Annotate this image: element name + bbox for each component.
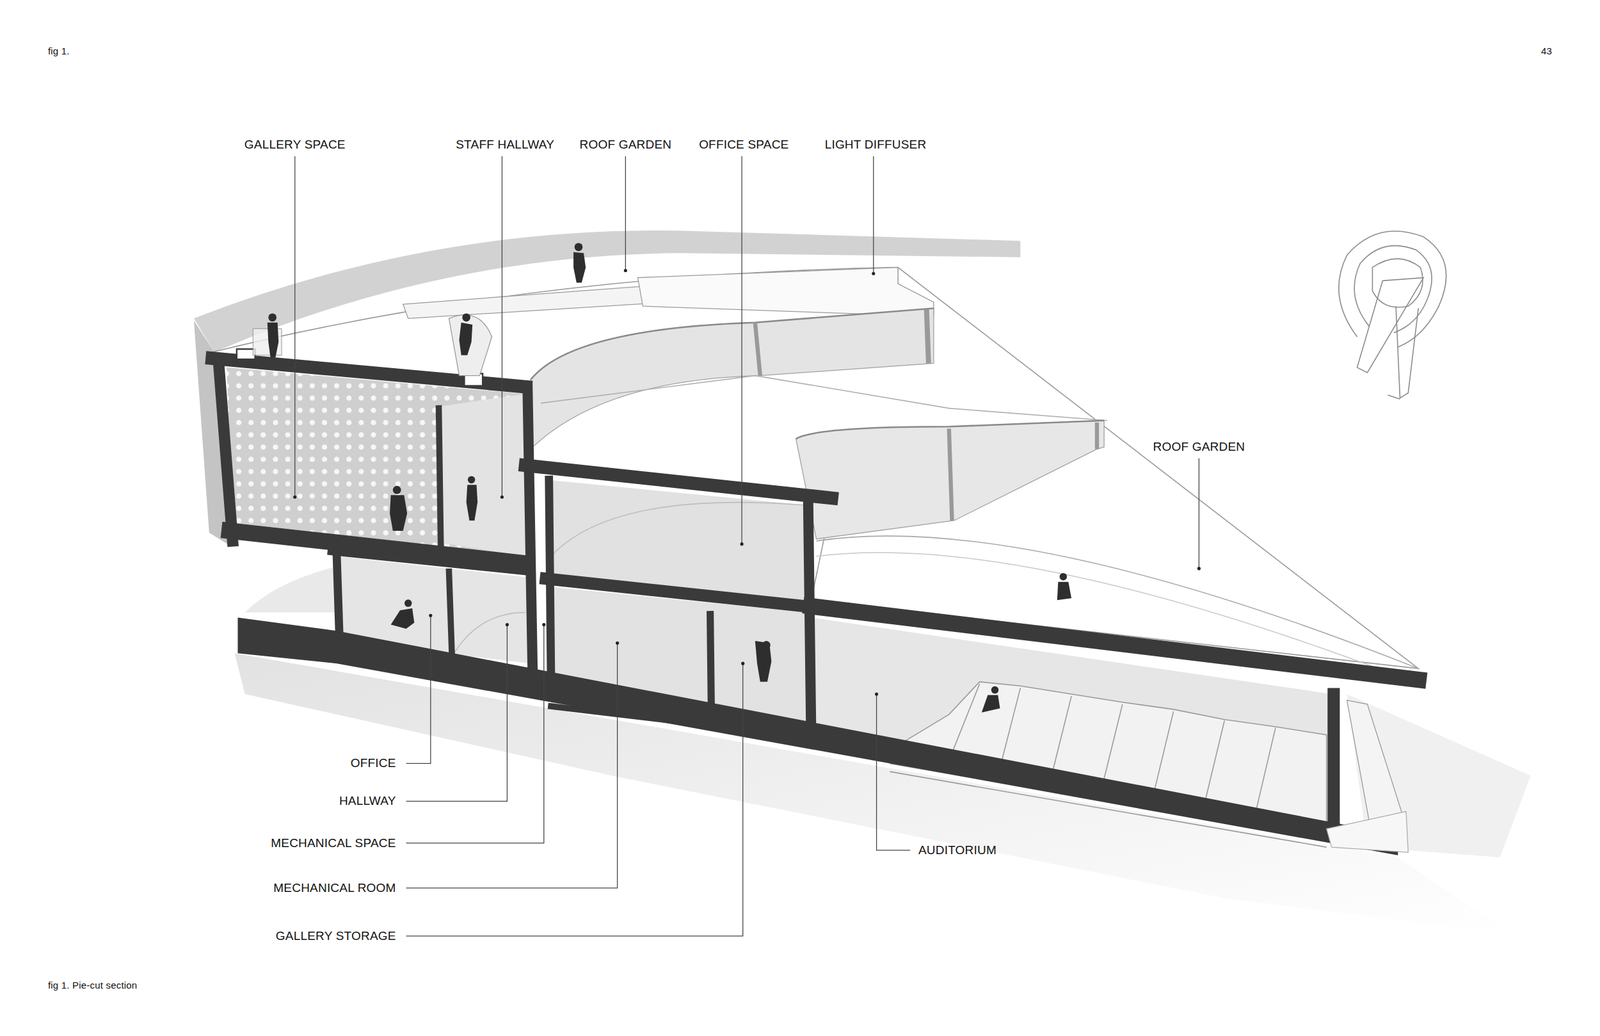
person-body [267,322,280,358]
leader-line [876,693,911,850]
leader-line [406,624,508,802]
callout-label: OFFICE SPACE [698,137,789,153]
person-head [268,312,277,322]
callout-label: MECHANICAL SPACE [270,835,396,851]
roof-edge [530,307,934,380]
leader-dot [293,495,297,499]
floor-slab [545,578,807,607]
callout-label: AUDITORIUM [918,842,997,858]
leader-line [406,615,431,763]
glazing [796,420,1105,539]
leader-dot [428,613,432,617]
column [755,322,761,376]
leader-line [406,642,618,888]
page-number: 43 [1541,45,1552,57]
ground-shadow [245,566,337,613]
person-body [458,322,473,356]
wall [710,614,712,704]
wall [808,499,812,740]
leader-line [625,156,626,271]
roof-edge [540,375,1108,421]
column [949,428,953,521]
person-body [1057,581,1072,601]
callout-label: HALLWAY [339,793,397,809]
curved-wall [454,611,527,653]
leader-line [741,156,742,544]
leader-line [872,156,874,274]
leader-dot [871,272,875,276]
ground-slab [237,616,1398,855]
callout-label: GALLERY SPACE [244,137,346,153]
roof-slab [525,465,832,498]
wall [449,571,453,658]
figure-title: fig 1. [48,45,70,57]
leader-lines [295,156,1200,936]
leader-dot [500,495,504,499]
leader-line [406,624,544,843]
person-head [467,475,475,483]
leader-dot [740,542,744,546]
person-body [389,494,408,531]
leader-dot [505,622,509,626]
wall [527,386,533,674]
column [1095,422,1099,449]
seating-rows [889,762,1327,847]
column [926,309,929,363]
leader-dot [624,268,628,272]
callout-label: ROOF GARDEN [579,137,672,153]
light-diffuser [637,267,934,317]
leader-dot [1197,566,1201,570]
wall [1327,693,1340,832]
leader-dot [874,691,879,696]
person-head [574,242,584,251]
figure-caption: fig 1. Pie-cut section [48,979,137,991]
leader-dots [293,268,1201,696]
callout-label: OFFICE [350,755,397,771]
person-body [466,484,479,521]
person-body [981,695,1001,713]
person-body [391,608,415,629]
leader-dot [615,641,619,645]
callout-label: MECHANICAL ROOM [273,880,396,896]
leader-dot [542,622,546,626]
curved-wall [551,502,807,557]
leader-line [1198,458,1200,569]
ceiling-slab [331,551,531,572]
hallway-interior [440,393,526,556]
key-plan [1338,231,1447,399]
leader-dot [741,661,745,665]
person-silhouette [267,242,1072,712]
roof-slab [811,606,1419,680]
key-plan-arrow [1387,394,1400,399]
person-head [392,485,402,495]
callout-label: GALLERY STORAGE [275,928,397,944]
person-head [462,312,471,322]
person-head [991,686,999,694]
glass-railing [449,314,493,376]
auditorium-interior [811,616,1332,837]
wall [218,359,233,541]
key-plan-outline [1372,258,1423,308]
person-head [404,599,412,607]
key-plan-outline [1395,305,1419,398]
callout-label: ROOF GARDEN [1153,439,1246,455]
leader-line [501,156,503,497]
cut-section [212,358,1419,832]
wall [439,408,441,546]
steps [1326,810,1409,852]
person-body [573,252,586,283]
key-plan-outline [1357,277,1424,373]
person-head [1059,572,1067,580]
callout-label: STAFF HALLWAY [455,137,555,153]
callout-label: LIGHT DIFFUSER [824,137,927,153]
parapet-cap [236,348,256,360]
person-body [755,640,772,682]
leader-line [406,663,744,936]
leader-line [294,156,296,497]
key-plan-outline [1354,245,1432,333]
